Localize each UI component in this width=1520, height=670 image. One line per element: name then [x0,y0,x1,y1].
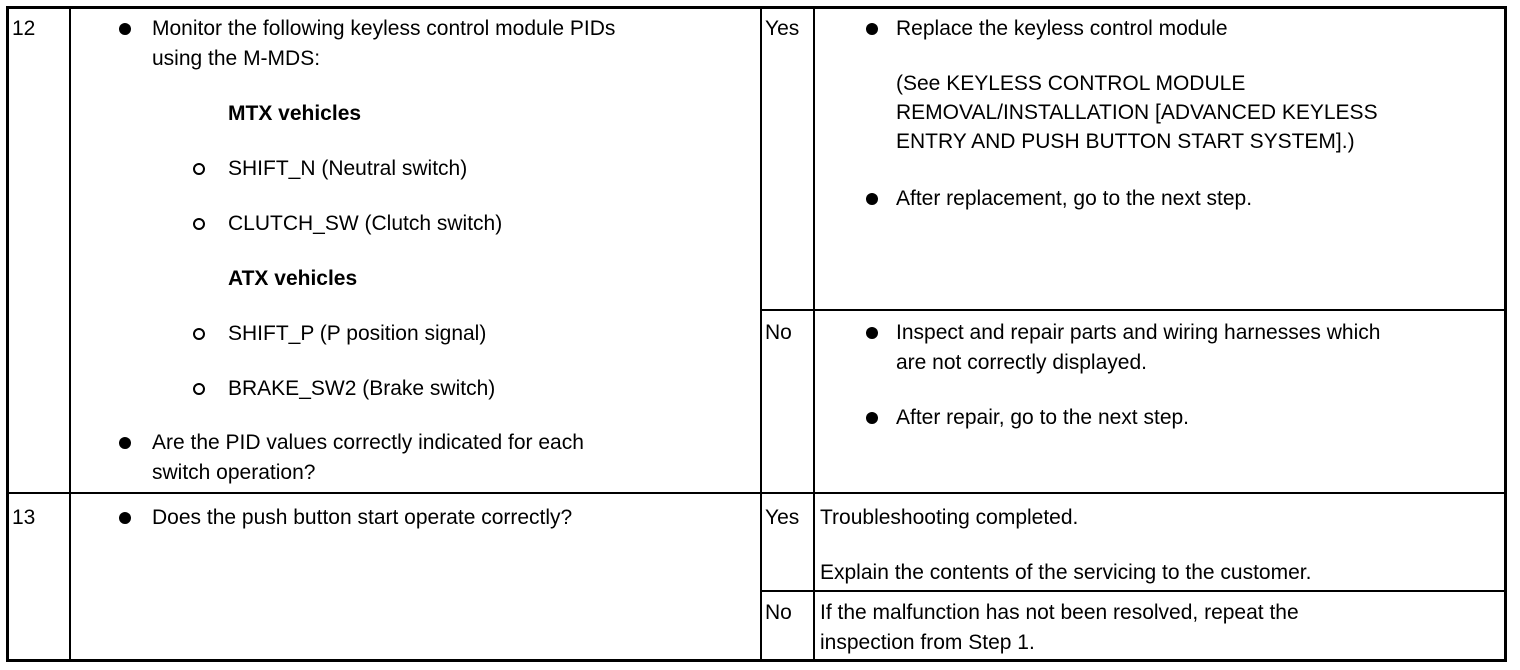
circle-bullet-icon [193,218,205,230]
question-text: Are the PID values correctly indicated f… [152,431,584,454]
step-number: 13 [12,506,36,529]
question-text: switch operation? [152,461,316,484]
reference-note: REMOVAL/INSTALLATION [ADVANCED KEYLESS [896,101,1378,124]
result-text: If the malfunction has not been resolved… [820,601,1299,624]
bullet-icon [866,412,878,424]
column-divider-action [760,6,762,662]
no-label: No [765,321,792,344]
table-border-top [6,6,1507,9]
bullet-icon [119,512,131,524]
bullet-icon [866,23,878,35]
column-divider-result [813,6,815,662]
circle-bullet-icon [193,328,205,340]
pid-item: CLUTCH_SW (Clutch switch) [228,212,503,235]
bullet-icon [866,193,878,205]
result-text: are not correctly displayed. [896,351,1147,374]
result-text: Replace the keyless control module [896,17,1228,40]
pid-item: SHIFT_P (P position signal) [228,322,487,345]
pid-item: BRAKE_SW2 (Brake switch) [228,377,496,400]
yes-label: Yes [765,506,800,529]
result-text: inspection from Step 1. [820,631,1035,654]
bullet-icon [866,327,878,339]
row-divider [6,492,1507,494]
action-text: using the M-MDS: [152,47,321,70]
yes-label: Yes [765,17,800,40]
action-text: Monitor the following keyless control mo… [152,17,616,40]
circle-bullet-icon [193,163,205,175]
action-text: Does the push button start operate corre… [152,506,573,529]
atx-heading: ATX vehicles [228,267,358,290]
reference-note: (See KEYLESS CONTROL MODULE [896,72,1246,95]
result-text: Inspect and repair parts and wiring harn… [896,321,1381,344]
step-number: 12 [12,17,36,40]
result-text: Explain the contents of the servicing to… [820,561,1312,584]
mtx-heading: MTX vehicles [228,102,362,125]
result-text: After repair, go to the next step. [896,406,1190,429]
table-border-bottom [6,659,1507,662]
result-text: After replacement, go to the next step. [896,187,1253,210]
table-border-right [1504,6,1507,662]
column-divider-step [69,6,71,662]
result-divider-13 [760,590,1507,592]
bullet-icon [119,23,131,35]
table-border-left [6,6,9,662]
pid-item: SHIFT_N (Neutral switch) [228,157,468,180]
circle-bullet-icon [193,383,205,395]
result-divider-12 [760,309,1507,311]
reference-note: ENTRY AND PUSH BUTTON START SYSTEM].) [896,130,1355,153]
result-text: Troubleshooting completed. [820,506,1079,529]
no-label: No [765,601,792,624]
bullet-icon [119,437,131,449]
